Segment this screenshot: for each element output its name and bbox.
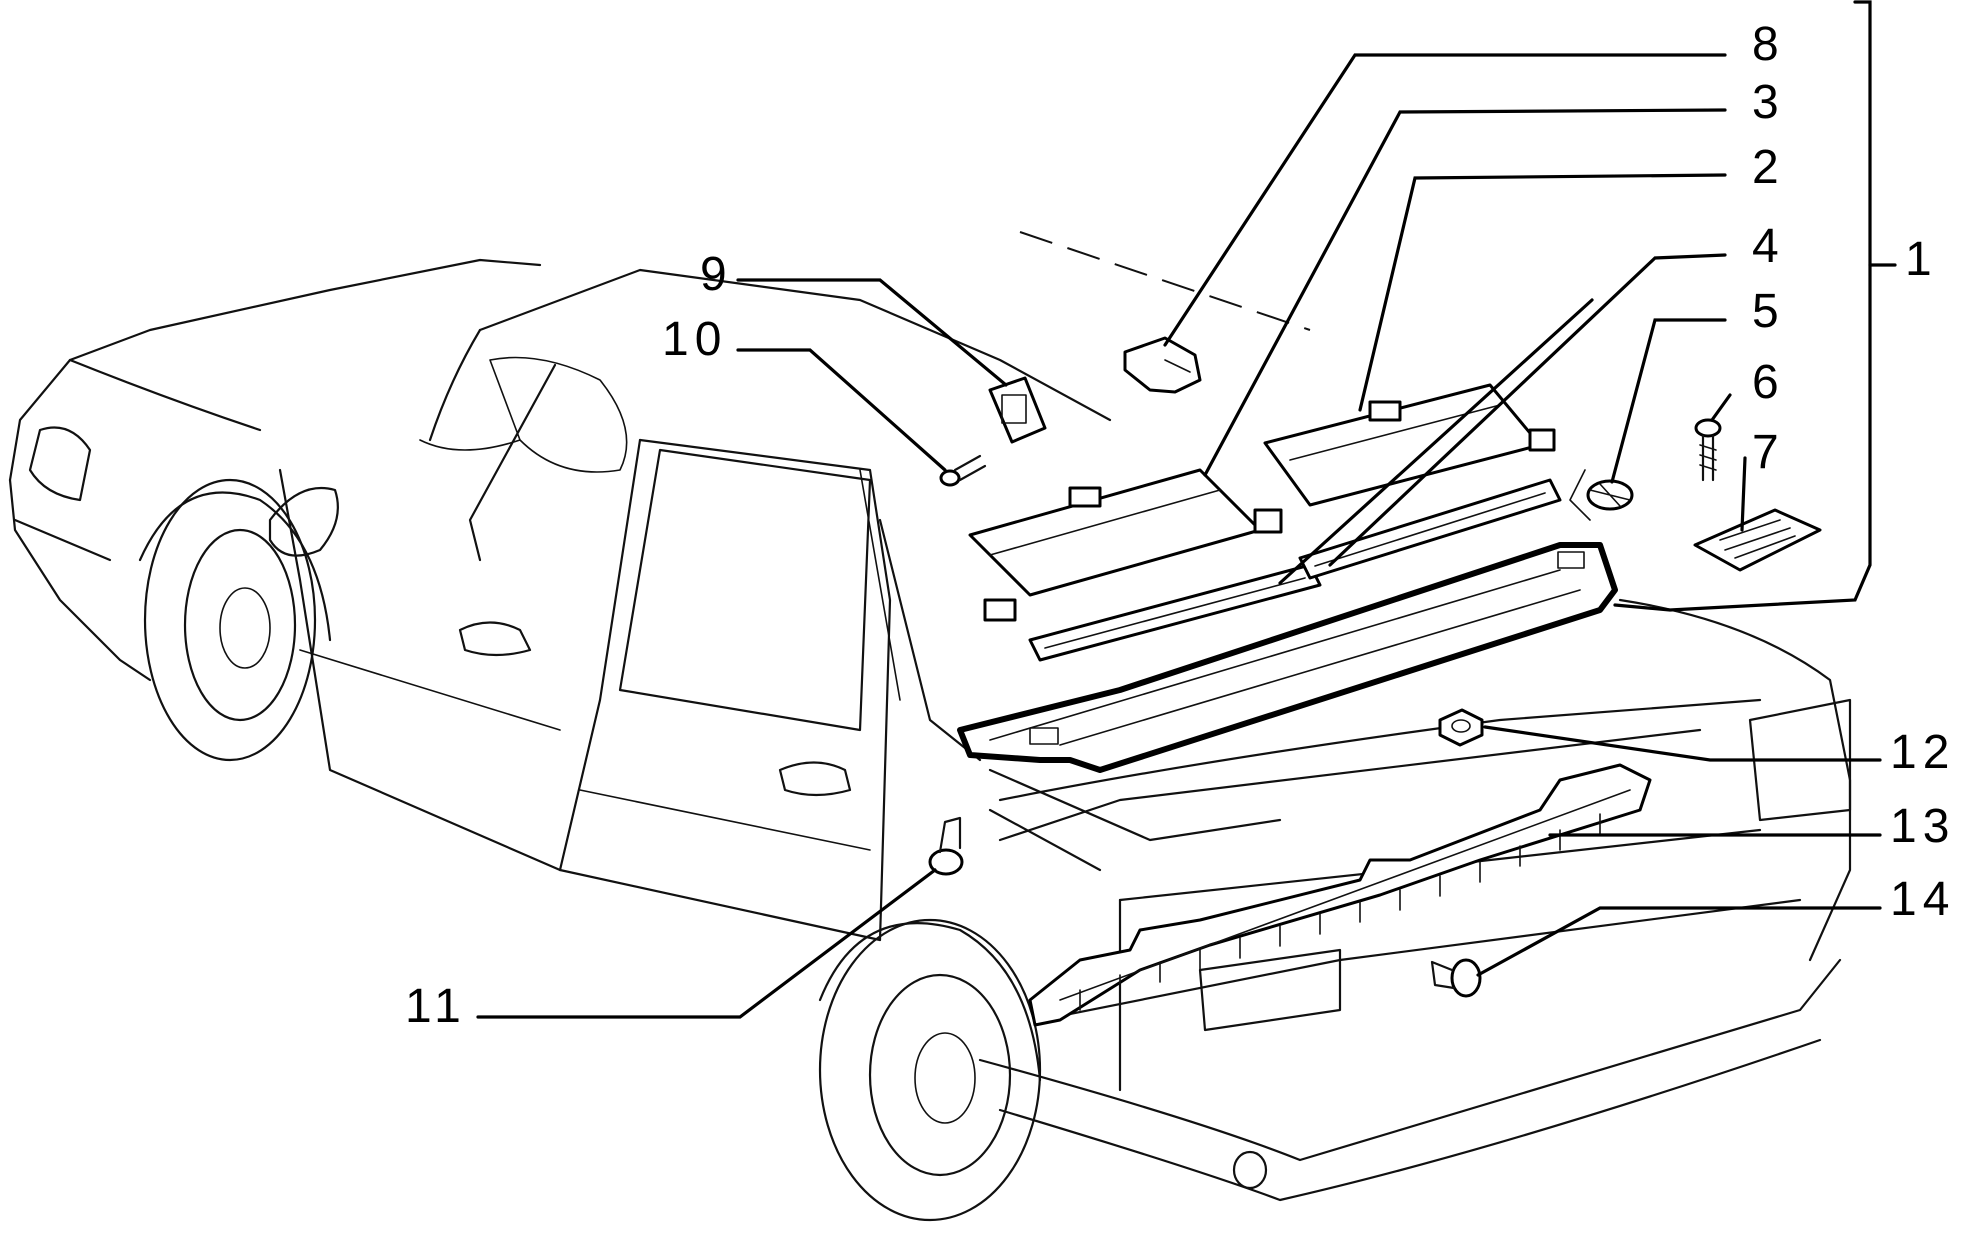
- screw-part-10: [939, 454, 987, 487]
- trim-strips: [1028, 478, 1562, 662]
- trunk-sill-trim: [1028, 763, 1652, 1027]
- callout-10: 10: [662, 313, 727, 366]
- callout-12: 12: [1890, 726, 1955, 779]
- parcel-shelf: [957, 542, 1618, 842]
- leader-lines: [476, 0, 1897, 1019]
- nut-part-12: [1438, 708, 1484, 747]
- callout-14: 14: [1890, 873, 1955, 926]
- push-clip-part-14: [1430, 958, 1482, 998]
- callout-labels: 1 8 3 2 4 5 6 7 9 10 11 12 13 14: [405, 18, 1955, 1033]
- fastener-part-11: [928, 816, 964, 876]
- callout-9: 9: [700, 248, 733, 301]
- car-body: [8, 231, 1852, 1222]
- callout-8: 8: [1752, 18, 1785, 71]
- callout-7: 7: [1752, 426, 1785, 479]
- callout-1: 1: [1905, 233, 1938, 286]
- callout-6: 6: [1752, 356, 1785, 409]
- clip-part-5: [1569, 469, 1634, 521]
- callout-13: 13: [1890, 800, 1955, 853]
- callout-4: 4: [1752, 220, 1785, 273]
- callout-5: 5: [1752, 285, 1785, 338]
- pad-part-7: [1693, 508, 1822, 572]
- callout-11: 11: [405, 980, 467, 1033]
- sun-blind-right: [1263, 383, 1556, 507]
- callout-3: 3: [1752, 76, 1785, 129]
- sun-blind-left: [968, 468, 1283, 622]
- switch-part-9: [988, 376, 1047, 444]
- screw-part-6: [1694, 418, 1722, 482]
- bracket-part-8: [1123, 336, 1202, 394]
- callout-2: 2: [1752, 141, 1785, 194]
